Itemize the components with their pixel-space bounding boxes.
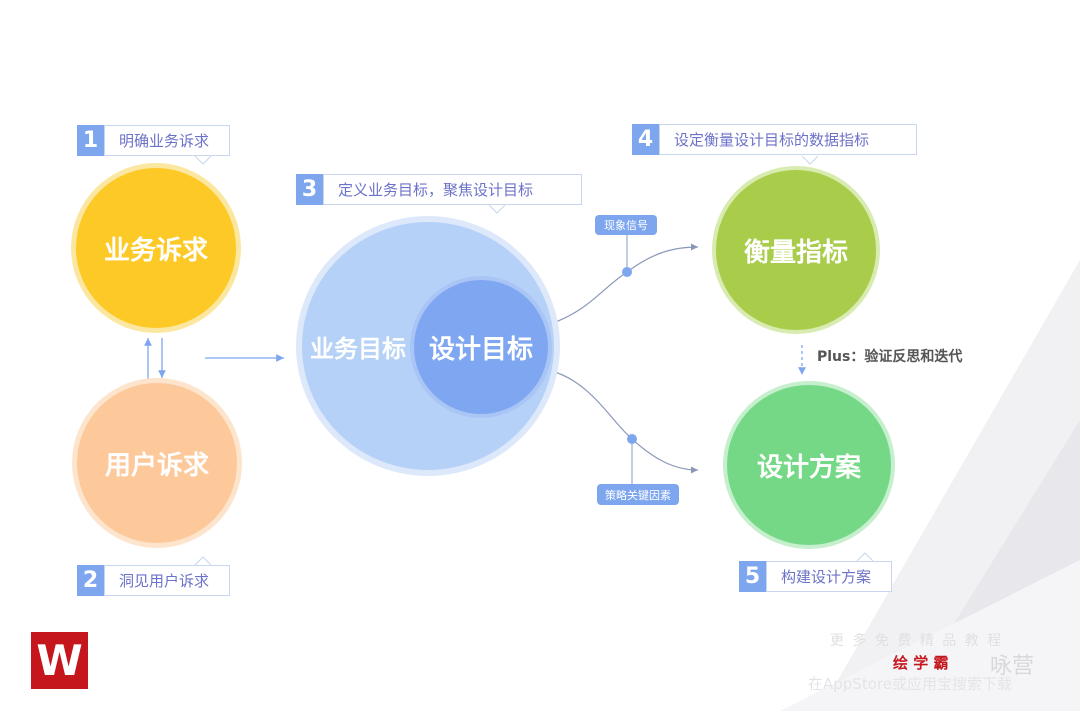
circle-user: 用户诉求 (77, 383, 237, 543)
circle-design-goal: 设计目标 (414, 280, 548, 414)
logo: W (31, 632, 88, 689)
watermark-line3: 在AppStore或应用宝搜索下载 (808, 675, 1012, 693)
watermark-wechat: 咏营 (990, 654, 1035, 679)
dot-signal (622, 267, 632, 277)
dot-strategy (627, 434, 637, 444)
watermark-brand: 绘 学 霸 (893, 654, 949, 672)
watermark-line1: 更 多 免 费 精 品 教 程 (830, 633, 1004, 649)
plus-text: Plus：验证反思和迭代 (817, 349, 963, 365)
tag-signal: 现象信号 (595, 215, 657, 235)
curve-strategy (547, 369, 699, 474)
circle-solution: 设计方案 (727, 385, 891, 545)
curve-signal (547, 243, 699, 326)
tag-strategy: 策略关键因素 (597, 484, 679, 505)
circle-metric: 衡量指标 (716, 170, 876, 330)
circle-business: 业务诉求 (76, 168, 236, 328)
